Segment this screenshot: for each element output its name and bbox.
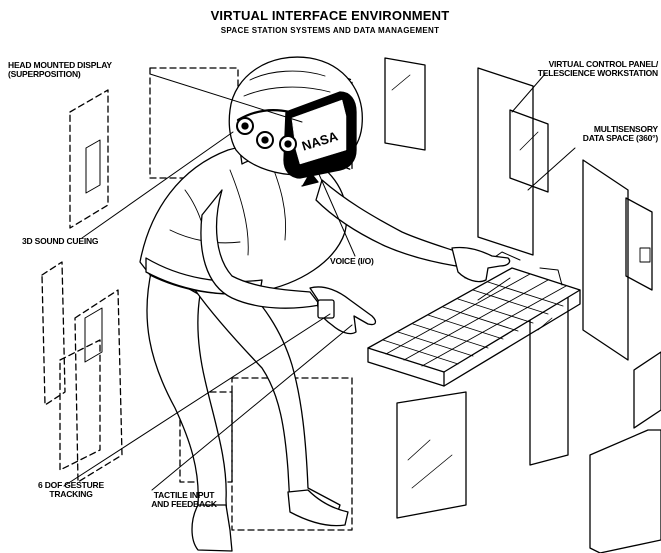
panel-far-right-2	[634, 352, 661, 428]
panel-vcp-inner	[510, 110, 548, 192]
panel-far-right-1	[626, 198, 652, 290]
label-virtual-control-panel: VIRTUAL CONTROL PANEL/ TELESCIENCE WORKS…	[516, 60, 658, 78]
label-multisensory-data-space: MULTISENSORY DATA SPACE (360°)	[560, 125, 658, 143]
back-shoe	[192, 505, 232, 551]
panel-vcp-large	[478, 68, 533, 255]
page-subtitle: SPACE STATION SYSTEMS AND DATA MANAGEMEN…	[180, 27, 480, 36]
label-voice-io: VOICE (I/O)	[330, 257, 374, 266]
page-title: VIRTUAL INTERFACE ENVIRONMENT	[180, 9, 480, 23]
label-head-mounted-display: HEAD MOUNTED DISPLAY (SUPERPOSITION)	[8, 61, 112, 79]
panel-bottom-center-solid	[397, 392, 466, 518]
panel-shadow-left	[60, 340, 100, 470]
label-tactile-line-2: AND FEEDBACK	[134, 500, 234, 509]
panel-mid-left	[42, 262, 65, 405]
panel-right-tall	[583, 160, 628, 360]
wrist-tracker	[318, 300, 334, 318]
label-hmd-line-2: (SUPERPOSITION)	[8, 70, 112, 79]
label-multisensory-line-2: DATA SPACE (360°)	[560, 134, 658, 143]
label-gesture-line-2: TRACKING	[26, 490, 116, 499]
label-tactile-input-feedback: TACTILE INPUT AND FEEDBACK	[134, 491, 234, 509]
label-3d-sound-cueing: 3D SOUND CUEING	[22, 237, 98, 246]
label-vcp-line-2: TELESCIENCE WORKSTATION	[516, 69, 658, 78]
panel-bottom-right	[590, 430, 661, 553]
left-small-boxes	[85, 140, 102, 362]
leader-multisensory	[528, 148, 575, 190]
panel-top-solid	[385, 58, 425, 150]
leader-vcp	[512, 74, 545, 112]
label-6dof-gesture-tracking: 6 DOF GESTURE TRACKING	[26, 481, 116, 499]
panel-upper-left	[70, 90, 108, 228]
